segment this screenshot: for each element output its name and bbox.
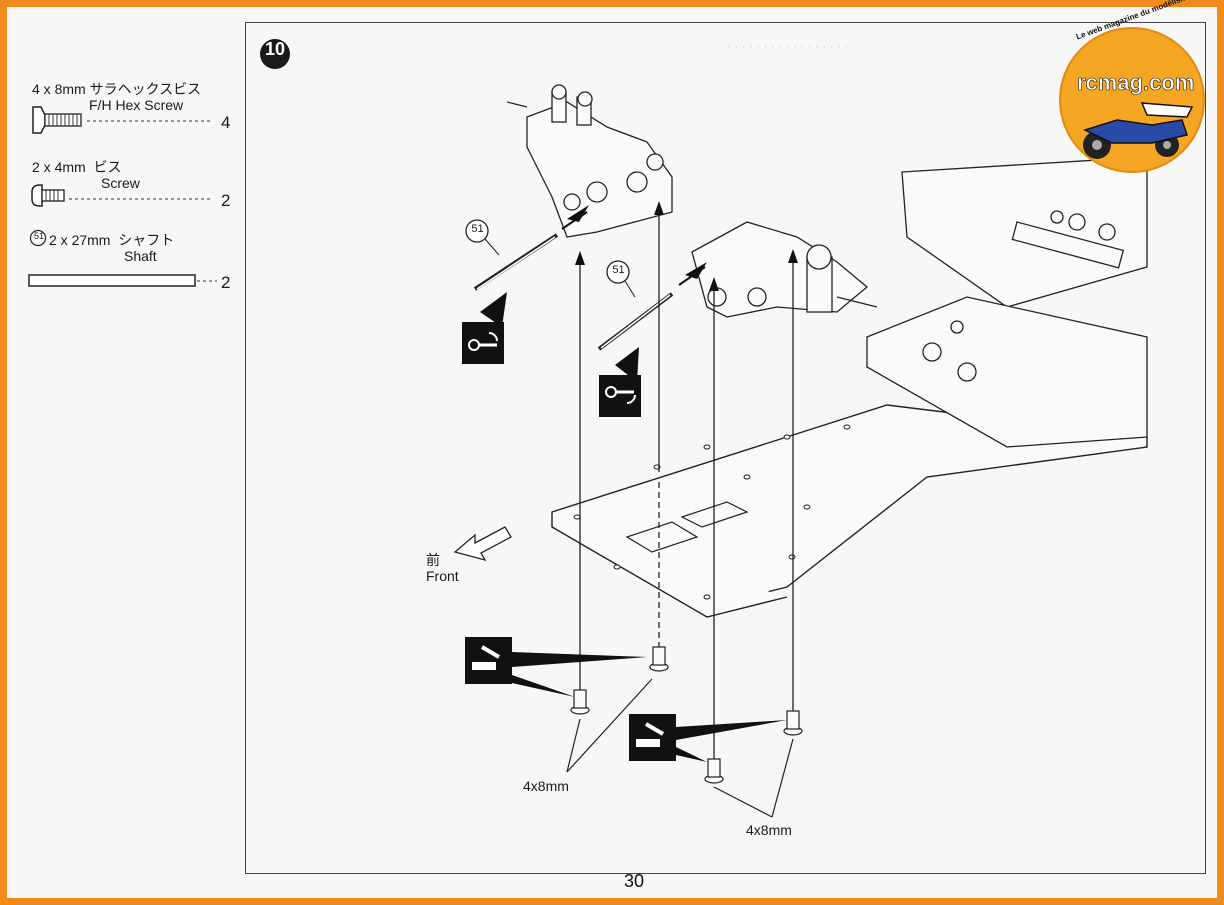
shaft-left-highlight — [476, 236, 556, 290]
flat-hex-screws — [570, 646, 803, 784]
hex-wrench-badge-left — [465, 637, 647, 697]
screw-3 — [704, 758, 724, 784]
part-hex-screw-title: 4 x 8mm サラヘックスビス — [32, 81, 202, 97]
shaft-ref-right: 51 — [612, 264, 625, 276]
part-shaft-title: 2 x 27mm シャフト — [49, 232, 175, 248]
screw-1 — [570, 689, 590, 715]
bleed-through-text: · · · · · · · · · · · · · · · · · — [727, 39, 849, 53]
chassis-cutouts — [625, 501, 749, 553]
guide-lines — [579, 209, 794, 767]
screw-size-label-left: 4x8mm — [523, 778, 569, 794]
rotate-shaft-badge-left — [462, 292, 507, 364]
step-number: 10 — [264, 39, 286, 59]
screw-icon — [31, 184, 65, 207]
rcmag-watermark-logo: Le web magazine du modélisme rcmag.com — [1057, 0, 1207, 175]
part-screw-en: Screw — [101, 175, 140, 191]
part-shaft-ref: 51 — [34, 231, 45, 241]
step-number-badge — [260, 39, 290, 69]
shaft-icon — [28, 274, 196, 287]
watermark-badge-icon — [1059, 27, 1205, 173]
screw-2 — [649, 646, 669, 672]
shaft-ref-left: 51 — [471, 223, 484, 235]
ref-circle-51-right — [606, 260, 630, 284]
hex-wrench-badge-right — [629, 714, 787, 762]
screw-4 — [783, 710, 803, 736]
watermark-brand: rcmag.com — [1077, 70, 1195, 96]
manual-page: · · · · · · · · · · · · · · · · · 4 x 8m… — [7, 0, 1217, 898]
front-label-jp: 前 — [426, 552, 440, 568]
rotate-shaft-badge-right — [599, 347, 641, 417]
flat-hex-screw-icon — [32, 106, 82, 134]
parts-drawings — [28, 106, 217, 287]
label-leaders — [566, 678, 794, 818]
assembly-step-panel — [245, 22, 1206, 874]
part-screw-title: 2 x 4mm ビス — [32, 159, 122, 175]
parts-list: 4 x 8mm サラヘックスビス F/H Hex Screw — [7, 7, 252, 327]
front-direction-arrow — [453, 526, 512, 562]
part-hex-screw-qty: 4 — [221, 113, 231, 132]
part-screw-qty: 2 — [221, 191, 231, 210]
part-hex-screw-en: F/H Hex Screw — [89, 97, 184, 113]
front-suspension-block-left — [506, 84, 673, 238]
part-ref-circle — [29, 229, 47, 247]
shaft-right-highlight — [600, 294, 671, 349]
chassis-upper-deck — [866, 156, 1148, 448]
assembly-diagram — [260, 39, 1148, 818]
front-suspension-block-right — [691, 221, 878, 318]
page-number: 30 — [624, 871, 645, 891]
insertion-arrows — [567, 205, 707, 279]
part-shaft-en: Shaft — [124, 248, 157, 264]
chassis-holes — [573, 424, 851, 600]
ref-circle-51-left — [465, 219, 489, 243]
screw-size-label-right: 4x8mm — [746, 822, 792, 838]
guide-arrowheads — [575, 201, 798, 291]
part-shaft-qty: 2 — [221, 273, 231, 292]
front-label-en: Front — [426, 568, 459, 584]
